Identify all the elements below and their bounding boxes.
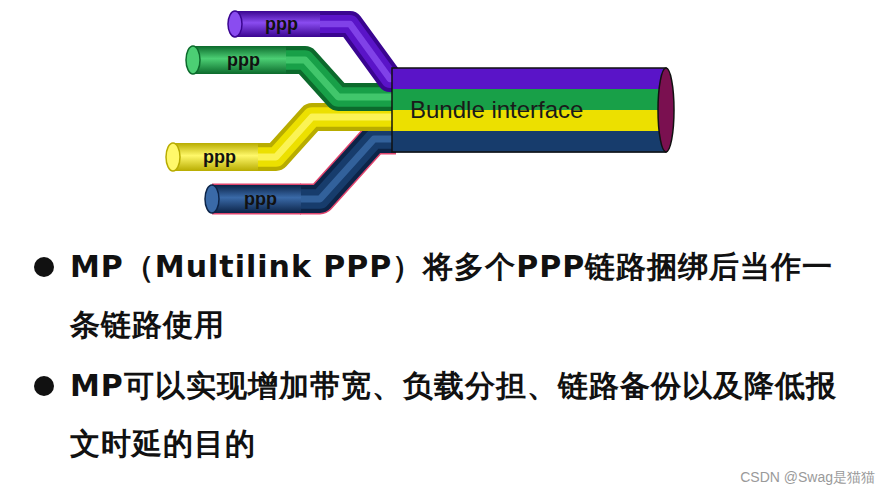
link-label: ppp (227, 50, 260, 71)
ppp-tube-bend (300, 139, 396, 199)
ppp-tube: ppp (228, 11, 320, 37)
bullet-dot (34, 257, 54, 277)
ppp-tube: ppp (186, 46, 286, 74)
watermark: CSDN @Swag是猫猫 (740, 469, 875, 487)
ppp-tube: ppp (166, 143, 258, 171)
bundle-interface: Bundle interface (392, 68, 674, 152)
bullet-dot (34, 376, 54, 396)
bundle-label: Bundle interface (410, 96, 583, 124)
ppp-tube: ppp (205, 185, 301, 213)
link-label: ppp (203, 147, 236, 168)
ppp-tube-bend (319, 24, 396, 79)
bullet-text: MP（Multilink PPP）将多个PPP链路捆绑后当作一条链路使用 (70, 238, 860, 354)
ppp-tube-bend (257, 117, 396, 157)
link-label: ppp (244, 189, 277, 210)
link-label: ppp (265, 14, 298, 35)
bullet-text: MP可以实现增加带宽、负载分担、链路备份以及降低报文时延的目的 (70, 357, 860, 473)
